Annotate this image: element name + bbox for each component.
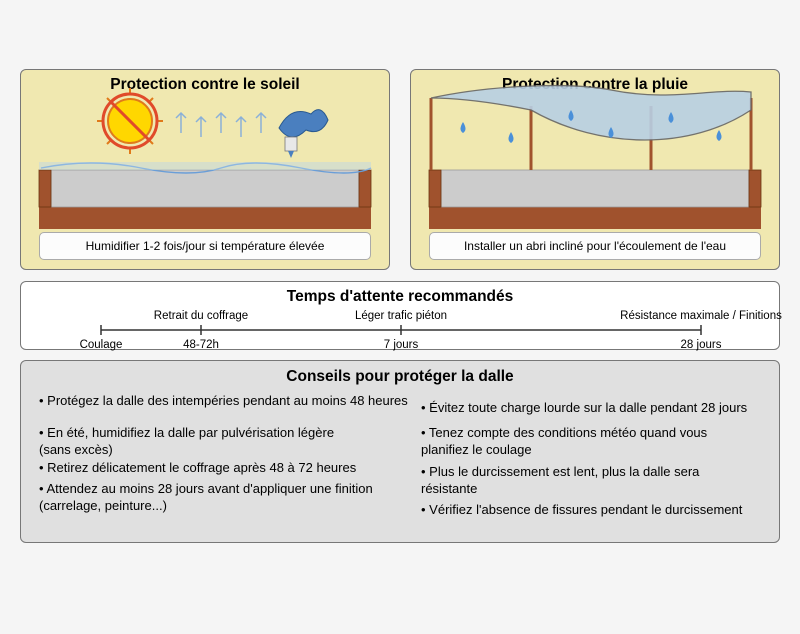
- water-film: [40, 162, 372, 174]
- tip-right-2: • Tenez compte des conditions météo quan…: [421, 425, 708, 457]
- formwork-right: [748, 169, 762, 208]
- milestone-above-3: Résistance maximale / Finitions: [620, 310, 782, 322]
- rain-panel-caption: Installer un abri incliné pour l'écoulem…: [429, 232, 761, 260]
- sun-protection-panel: Protection contre le soleil: [20, 69, 390, 270]
- ground-layer: [429, 207, 761, 229]
- tip-right-4: • Vérifiez l'absence de fissures pendant…: [421, 502, 743, 517]
- tip-left-3: • Retirez délicatement le coffrage après…: [39, 460, 357, 475]
- sprayer-icon: [278, 109, 329, 158]
- timeline-panel: Temps d'attente recommandés Retrait du c…: [20, 281, 782, 351]
- tip-left-1: • Protégez la dalle des intempéries pend…: [39, 393, 408, 408]
- tip-right-3: • Plus le durcissement est lent, plus la…: [421, 464, 700, 496]
- sun-protection-illustration: [38, 88, 372, 229]
- formwork-right: [358, 169, 372, 208]
- milestone-below-2: 7 jours: [383, 339, 419, 351]
- raindrops-icon: [460, 110, 722, 143]
- tip-right-1: • Évitez toute charge lourde sur la dall…: [421, 400, 748, 415]
- protective-sheet: [39, 162, 371, 170]
- sun-panel-caption: Humidifier 1-2 fois/jour si température …: [39, 232, 371, 260]
- rain-protection-panel: Protection contre la pluie Installer un …: [410, 69, 780, 270]
- formwork-left: [38, 169, 52, 208]
- milestone-below-1: 48-72h: [183, 339, 219, 351]
- rain-protection-illustration: [428, 84, 762, 229]
- prohibited-icon: [101, 92, 159, 150]
- milestone-above-1: Retrait du coffrage: [153, 310, 249, 322]
- formwork-left: [428, 169, 442, 208]
- concrete-slab: [50, 169, 360, 208]
- tips-panel: Conseils pour protéger la dalle • Protég…: [20, 360, 780, 543]
- tip-left-4: • Attendez au moins 28 jours avant d'app…: [39, 481, 373, 513]
- evaporation-arrows-icon: [175, 111, 267, 137]
- timeline-axis: [100, 325, 702, 335]
- milestone-below-3: 28 jours: [680, 339, 722, 351]
- tips-title: Conseils pour protéger la dalle: [286, 368, 514, 385]
- tip-left-2: • En été, humidifiez la dalle par pulvér…: [39, 425, 335, 457]
- concrete-slab: [440, 169, 750, 208]
- milestone-below-0: Coulage: [79, 339, 123, 351]
- ground-layer: [39, 207, 371, 229]
- rain-shelter-tarp: [430, 84, 752, 141]
- milestone-above-2: Léger trafic piéton: [354, 310, 448, 322]
- timeline-title: Temps d'attente recommandés: [286, 288, 514, 305]
- sun-panel-title: Protection contre le soleil: [110, 76, 300, 93]
